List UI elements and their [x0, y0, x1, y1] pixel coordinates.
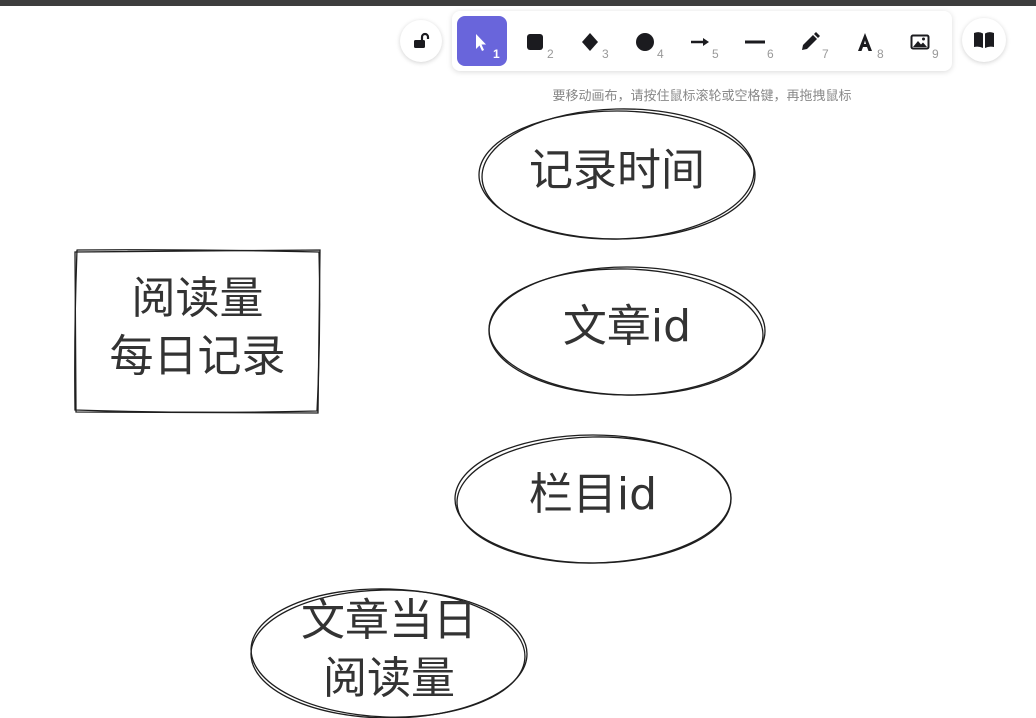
tool-rectangle[interactable]: 2 — [512, 16, 562, 66]
tool-arrow[interactable]: 5 — [677, 16, 727, 66]
tool-line[interactable]: 6 — [732, 16, 782, 66]
unlock-icon — [414, 32, 430, 48]
lock-toggle-button[interactable] — [400, 20, 442, 62]
shape-toolbar: 1 2 3 4 5 — [452, 11, 952, 71]
window-top-border — [0, 0, 1036, 6]
library-button[interactable] — [962, 18, 1006, 62]
tool-diamond[interactable]: 3 — [567, 16, 617, 66]
text-line: 每日记录 — [109, 331, 286, 382]
ellipse-shape[interactable] — [249, 585, 528, 718]
tool-ellipse[interactable]: 4 — [622, 16, 672, 66]
square-icon — [527, 34, 543, 50]
shortcut-key: 8 — [877, 47, 884, 61]
shortcut-key: 3 — [602, 47, 609, 61]
circle-icon — [636, 33, 654, 51]
rectangle-text[interactable]: 阅读量 每日记录 — [75, 270, 320, 386]
ellipse-text[interactable]: 文章id — [489, 298, 765, 356]
tool-draw[interactable]: 7 — [787, 16, 837, 66]
line-icon — [745, 40, 765, 44]
text-line: 文章id — [562, 301, 692, 352]
tool-text[interactable]: 8 — [842, 16, 892, 66]
canvas-pan-hint: 要移动画布，请按住鼠标滚轮或空格键，再拖拽鼠标 — [552, 89, 852, 104]
image-icon — [910, 34, 930, 50]
text-line: 阅读量 — [323, 653, 455, 704]
shortcut-key: 1 — [493, 47, 500, 61]
ellipse-text[interactable]: 栏目id — [455, 466, 731, 524]
arrow-right-icon — [691, 38, 709, 46]
text-line: 文章当日 — [301, 595, 477, 646]
tool-selection[interactable]: 1 — [457, 16, 507, 66]
ellipse-shape[interactable] — [478, 105, 756, 242]
book-open-icon — [974, 32, 994, 48]
shortcut-key: 2 — [547, 47, 554, 61]
ellipse-shape[interactable] — [487, 265, 766, 398]
shortcut-key: 6 — [767, 47, 774, 61]
rectangle-shape[interactable] — [74, 249, 321, 414]
ellipse-shape[interactable] — [454, 434, 732, 566]
diamond-icon — [582, 33, 598, 51]
pencil-icon — [802, 32, 820, 50]
text-line: 记录时间 — [529, 145, 705, 196]
text-line: 阅读量 — [131, 273, 264, 324]
shortcut-key: 4 — [657, 47, 664, 61]
ellipse-text[interactable]: 记录时间 — [479, 142, 755, 200]
shortcut-key: 5 — [712, 47, 719, 61]
pointer-icon — [476, 34, 486, 51]
shortcut-key: 9 — [932, 47, 939, 61]
ellipse-text[interactable]: 文章当日 阅读量 — [251, 592, 527, 708]
tool-image[interactable]: 9 — [897, 16, 947, 66]
text-icon — [858, 33, 872, 51]
shortcut-key: 7 — [822, 47, 829, 61]
text-line: 栏目id — [528, 469, 658, 520]
